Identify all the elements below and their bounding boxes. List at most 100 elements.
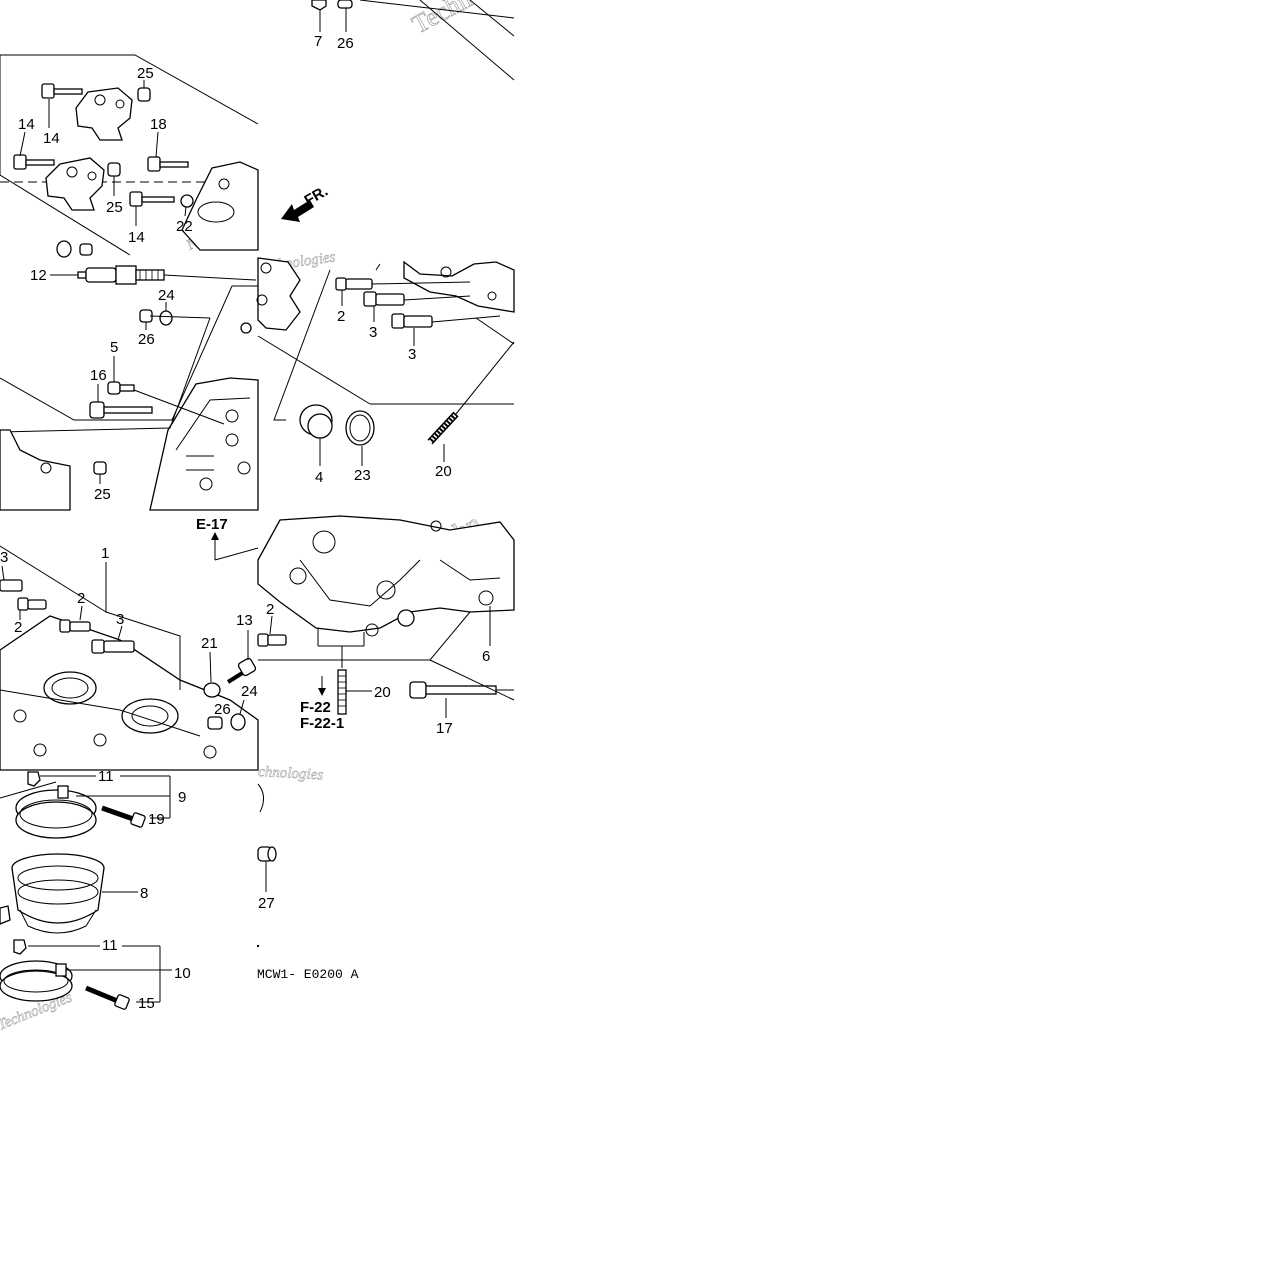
callout-3: 3 <box>0 549 8 566</box>
insulator-8 <box>11 853 105 934</box>
callout-9: 9 <box>178 789 186 806</box>
bolt-16 <box>89 401 153 419</box>
dowel-26 <box>337 0 353 9</box>
callout-19: 19 <box>148 811 165 828</box>
tile-top-strip: 7 26 FR. <box>281 0 515 222</box>
reference-f22: F-22 <box>300 699 331 716</box>
callout-25: 25 <box>106 199 123 216</box>
tile-head-underside: F-22 F-22-1 2 20 17 6 <box>257 515 515 737</box>
valve-guide-2 <box>17 597 47 611</box>
dowel-pin-27 <box>257 846 277 862</box>
callout-23: 23 <box>354 467 371 484</box>
bolt-14 <box>13 154 55 170</box>
washer-22 <box>180 194 194 208</box>
callout-2: 2 <box>77 590 85 607</box>
front-direction-arrow: FR. <box>281 183 331 222</box>
dowel-pin-25 <box>107 162 121 177</box>
callout-11: 11 <box>98 768 114 785</box>
callout-2: 2 <box>266 601 274 618</box>
tile-valve-guides: 2 3 3 4 23 20 <box>240 257 515 486</box>
callout-5: 5 <box>110 339 118 356</box>
callout-26: 26 <box>337 35 354 52</box>
reference-f22-1: F-22-1 <box>300 715 344 732</box>
valve-guide-2 <box>59 619 91 633</box>
callout-7: 7 <box>314 33 322 50</box>
bolt-15 <box>85 985 130 1010</box>
camshaft-holder <box>75 87 133 141</box>
reference-e17: E-17 <box>196 516 228 533</box>
bolt-18 <box>147 156 189 172</box>
callout-25: 25 <box>94 486 111 503</box>
callout-6: 6 <box>482 648 490 665</box>
spark-plug-12 <box>77 265 165 285</box>
washer-21 <box>203 682 221 698</box>
callout-8: 8 <box>140 885 148 902</box>
callout-13: 13 <box>236 612 253 629</box>
callout-14: 14 <box>18 116 35 133</box>
camshaft-holder <box>45 157 105 211</box>
tile-insulator: 11 9 19 8 11 10 15 <box>0 768 191 1012</box>
callout-17: 17 <box>436 720 453 737</box>
dowel-pin-25 <box>93 461 107 475</box>
callout-16: 16 <box>90 367 107 384</box>
callout-24: 24 <box>241 683 258 700</box>
valve-guide-2 <box>257 633 287 647</box>
callout-24: 24 <box>158 287 175 304</box>
callout-11: 11 <box>102 937 118 954</box>
callout-3: 3 <box>408 346 416 363</box>
callout-14: 14 <box>128 229 145 246</box>
callout-3: 3 <box>116 611 124 628</box>
callout-2: 2 <box>337 308 345 325</box>
callout-3: 3 <box>369 324 377 341</box>
stud-bolt-20 <box>427 411 459 445</box>
clamp-band-9 <box>15 785 97 839</box>
callout-12: 12 <box>30 267 47 284</box>
temperature-sensor-13 <box>226 657 257 684</box>
bolt-14 <box>129 191 175 207</box>
washer-24 <box>230 713 246 731</box>
cylinder-head <box>149 377 259 511</box>
callout-26: 26 <box>138 331 155 348</box>
watermark-text: Techn <box>407 0 476 39</box>
clamp-band-10 <box>0 960 73 1002</box>
nut-11 <box>27 771 41 787</box>
bolt-19 <box>101 805 146 828</box>
callout-22: 22 <box>176 218 193 235</box>
callout-27: 27 <box>258 895 275 912</box>
stud-bolt-20 <box>337 669 347 715</box>
o-ring-23 <box>345 410 375 446</box>
nut-7 <box>311 0 327 11</box>
valve-guide-3 <box>0 579 23 592</box>
tile-camshaft-holders: 25 14 14 18 25 14 22 <box>0 54 259 258</box>
cylinder-head-lower <box>257 515 515 633</box>
tile-spark-plug: 12 24 26 5 16 25 <box>0 265 259 511</box>
watermark-text: chnologies <box>258 764 324 783</box>
callout-20: 20 <box>435 463 452 480</box>
callout-18: 18 <box>150 116 167 133</box>
valve-guide-3 <box>391 313 433 329</box>
valve-seat-ring-4 <box>299 404 333 439</box>
callout-1: 1 <box>101 545 109 562</box>
valve-guide-2 <box>335 277 373 291</box>
valve-guide-3 <box>363 291 405 307</box>
callout-20: 20 <box>374 684 391 701</box>
sealing-bolt-5 <box>107 381 121 395</box>
washer-24 <box>159 310 173 326</box>
callout-2: 2 <box>14 619 22 636</box>
dowel-pin-25 <box>137 87 151 102</box>
bolt-17 <box>409 681 497 699</box>
valve-guide-3 <box>91 639 135 654</box>
callout-14: 14 <box>43 130 60 147</box>
tile-dowel-27: 27 MCW1- E0200 A <box>256 783 359 982</box>
callout-4: 4 <box>315 469 323 486</box>
callout-10: 10 <box>174 965 191 982</box>
callout-21: 21 <box>201 635 218 652</box>
dowel-26 <box>207 716 223 730</box>
nut-11 <box>13 939 27 955</box>
callout-25: 25 <box>137 65 154 82</box>
callout-15: 15 <box>138 995 155 1012</box>
bolt-14 <box>41 83 83 99</box>
tile-cylinder-head: E-17 <box>0 516 259 771</box>
diagram-code: MCW1- E0200 A <box>257 967 359 982</box>
